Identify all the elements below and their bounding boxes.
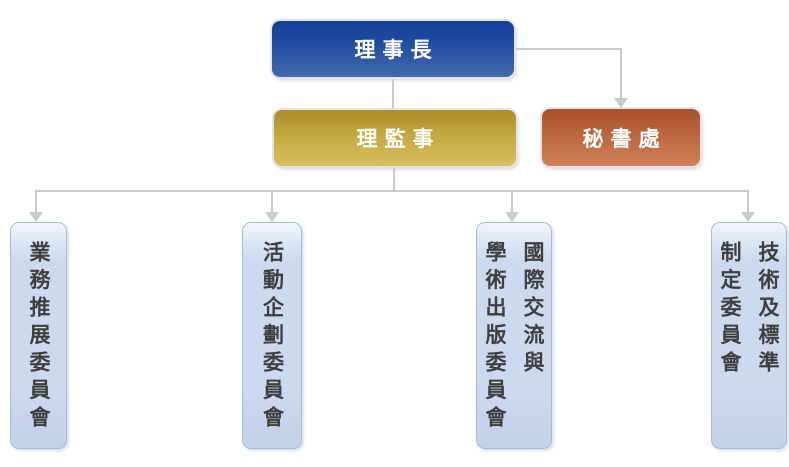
committee-label: 活動企劃委員會 xyxy=(260,241,285,434)
connector-chairman-secretariat-vertical xyxy=(620,48,622,98)
arrow-down-icon xyxy=(29,212,43,222)
connector-drop-committee-2 xyxy=(271,190,273,213)
committee-label: 技術及標準 制定委員會 xyxy=(718,241,780,379)
node-committee-international-academic-publishing: 國際交流與 學術出版委員會 xyxy=(476,222,552,449)
node-secretariat-label: 秘書處 xyxy=(582,126,667,151)
node-committee-event-planning: 活動企劃委員會 xyxy=(242,222,302,449)
connector-drop-committee-4 xyxy=(747,190,749,213)
arrow-down-icon xyxy=(614,98,628,108)
arrow-down-icon xyxy=(505,212,519,222)
connector-drop-committee-3 xyxy=(511,190,513,213)
arrow-down-icon xyxy=(741,212,755,222)
committee-label: 國際交流與 學術出版委員會 xyxy=(483,241,545,434)
connector-chairman-board xyxy=(392,78,394,110)
node-board: 理監事 xyxy=(274,110,516,166)
node-secretariat: 秘書處 xyxy=(542,109,700,166)
connector-chairman-secretariat-horizontal xyxy=(515,48,621,50)
node-chairman: 理事長 xyxy=(272,21,514,77)
connector-drop-committee-1 xyxy=(35,190,37,213)
connector-rail xyxy=(36,190,749,192)
node-chairman-label: 理事長 xyxy=(354,38,439,62)
committee-label: 業務推展委員會 xyxy=(27,241,51,434)
node-board-label: 理監事 xyxy=(356,127,441,151)
connector-board-stem xyxy=(393,166,395,191)
node-committee-technical-standards: 技術及標準 制定委員會 xyxy=(711,222,787,449)
arrow-down-icon xyxy=(265,212,279,222)
node-committee-business-development: 業務推展委員會 xyxy=(10,222,67,449)
